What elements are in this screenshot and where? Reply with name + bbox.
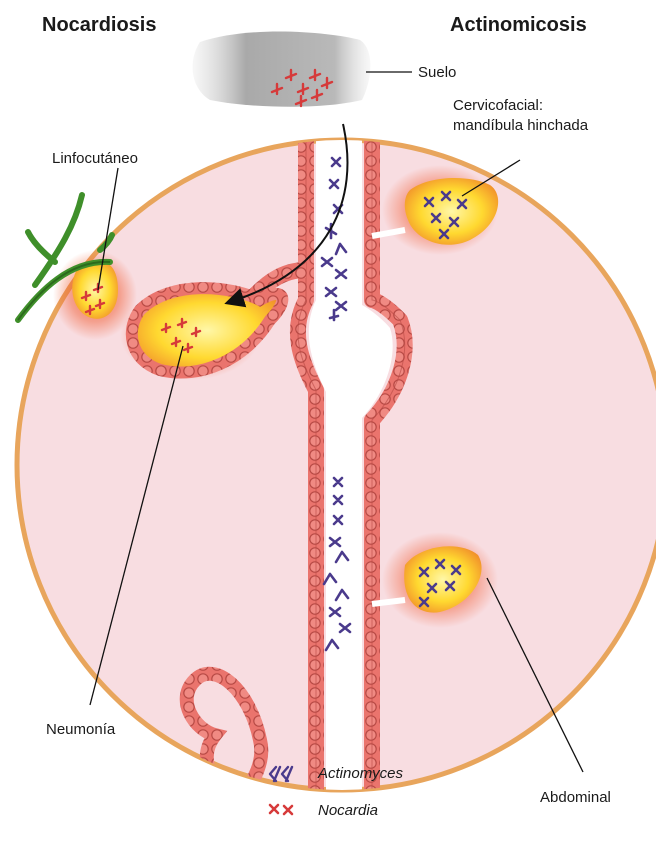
nocardia-symbol-icon [270,805,292,814]
heading-nocardiosis: Nocardiosis [42,14,156,37]
label-lymphocutaneous: Linfocutáneo [52,150,138,168]
label-abdominal: Abdominal [540,789,611,807]
label-soil: Suelo [418,64,456,82]
heading-actinomicosis: Actinomicosis [450,14,587,37]
soil-cloud [193,32,371,107]
label-cervicofacial-line2: mandíbula hinchada [453,117,588,135]
legend-actinomyces-label: Actinomyces [318,765,403,783]
label-cervicofacial-line1: Cervicofacial: [453,97,543,115]
label-pneumonia: Neumonía [46,721,115,739]
legend-nocardia-label: Nocardia [318,802,378,820]
